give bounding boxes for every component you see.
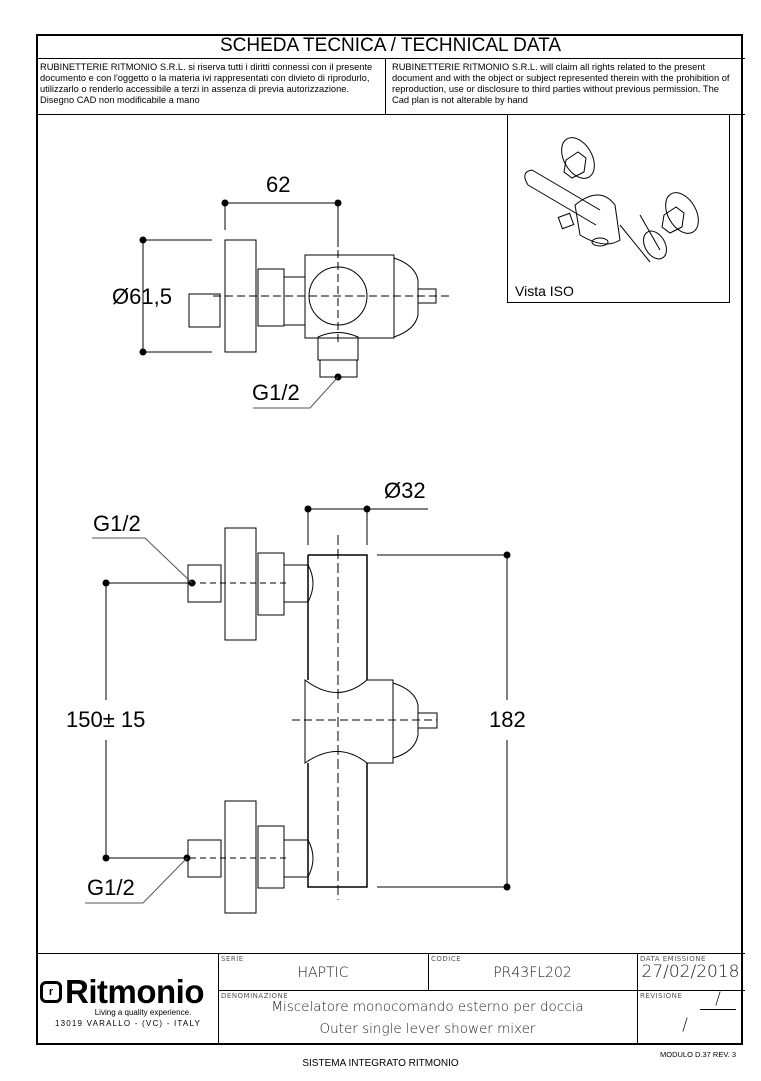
iso-view-box <box>507 114 730 303</box>
divider <box>385 58 386 115</box>
divider <box>428 953 429 990</box>
data-label: DATA EMISSIONE <box>640 955 706 963</box>
footer-system: SISTEMA INTEGRATO RITMONIO <box>302 1058 459 1069</box>
codice-value: PR43FL202 <box>493 965 572 981</box>
iso-view-drawing <box>524 137 699 263</box>
divider <box>36 953 745 954</box>
connection-top-label: G1/2 <box>93 511 141 536</box>
connection-bottom-label: G1/2 <box>87 875 135 900</box>
logo-icon: r <box>40 981 62 1003</box>
serie-label: SERIE <box>221 955 244 963</box>
dim-centers-label: 150± 15 <box>66 707 146 733</box>
notice-english: RUBINETTERIE RITMONIO S.R.L. will claim … <box>392 62 730 105</box>
denominazione-it: Miscelatore monocomando esterno per docc… <box>271 999 584 1015</box>
sheet-frame <box>36 34 743 1045</box>
iso-view-label: Vista ISO <box>515 283 574 299</box>
dim-body-diameter-label: Ø32 <box>384 478 426 503</box>
divider <box>637 953 638 1045</box>
denominazione-en: Outer single lever shower mixer <box>319 1021 536 1037</box>
dim-diameter-label: Ø61,5 <box>112 284 172 309</box>
notice-italian: RUBINETTERIE RITMONIO S.R.L. si riserva … <box>40 62 373 105</box>
connection-label: G1/2 <box>252 380 300 405</box>
dim-height-label: 182 <box>489 707 526 733</box>
divider <box>218 990 745 991</box>
divider <box>36 58 745 59</box>
revisione-value-2: / <box>682 1015 688 1035</box>
footer-module: MODULO D.37 REV. 3 <box>660 1050 736 1059</box>
codice-label: CODICE <box>431 955 462 963</box>
revisione-label: REVISIONE <box>640 992 683 1000</box>
front-view <box>85 505 511 914</box>
page-title: SCHEDA TECNICA / TECHNICAL DATA <box>219 35 562 56</box>
brand-address: 13019 VARALLO - (VC) - ITALY <box>54 1019 202 1028</box>
brand-tagline: Living a quality experience. <box>94 1008 192 1017</box>
denominazione-label: DENOMINAZIONE <box>221 992 289 1000</box>
data-value: 27/02/2018 <box>641 962 740 982</box>
dim-width-label: 62 <box>266 172 291 197</box>
top-view <box>139 199 450 409</box>
divider <box>36 114 745 115</box>
serie-value: HAPTIC <box>297 965 349 981</box>
revisione-value-1: / <box>700 989 736 1010</box>
brand-logo: r Ritmonio Living a quality experience. … <box>40 973 216 1028</box>
divider <box>218 953 219 1045</box>
brand-name: Ritmonio <box>65 973 204 1010</box>
